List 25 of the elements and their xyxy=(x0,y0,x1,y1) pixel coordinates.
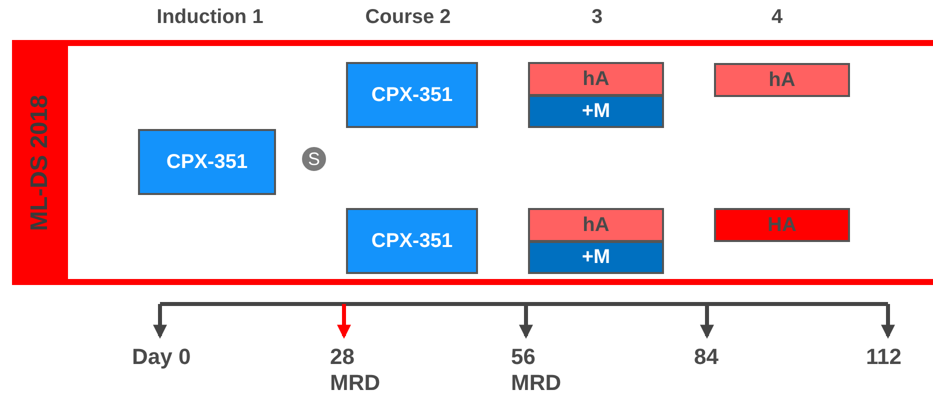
treatment-box: hA xyxy=(714,63,850,97)
trial-frame xyxy=(12,40,933,285)
treatment-box: CPX-351 xyxy=(138,129,276,195)
stratification-circle: S xyxy=(301,146,327,172)
treatment-box: CPX-351 xyxy=(346,62,478,128)
treatment-box: hA xyxy=(528,62,664,96)
treatment-box: CPX-351 xyxy=(346,208,478,274)
arrow xyxy=(700,304,714,339)
arrow xyxy=(519,304,533,339)
column-header: 3 xyxy=(590,6,604,29)
day-label: 112 xyxy=(866,344,902,370)
day-label: 28 MRD xyxy=(330,344,380,396)
column-header: Induction 1 xyxy=(156,6,264,29)
arrow xyxy=(337,304,351,339)
treatment-box: hA xyxy=(528,208,664,242)
treatment-box: +M xyxy=(528,241,664,274)
day-label: 56 MRD xyxy=(511,344,562,396)
day-label: 84 xyxy=(694,344,718,370)
arrow xyxy=(881,304,895,339)
arrow xyxy=(153,304,167,339)
treatment-box: +M xyxy=(528,95,664,128)
column-header: Course 2 xyxy=(364,6,452,29)
column-header: 4 xyxy=(770,6,784,29)
treatment-box: HA xyxy=(714,208,850,242)
day-label: Day 0 xyxy=(132,344,191,370)
